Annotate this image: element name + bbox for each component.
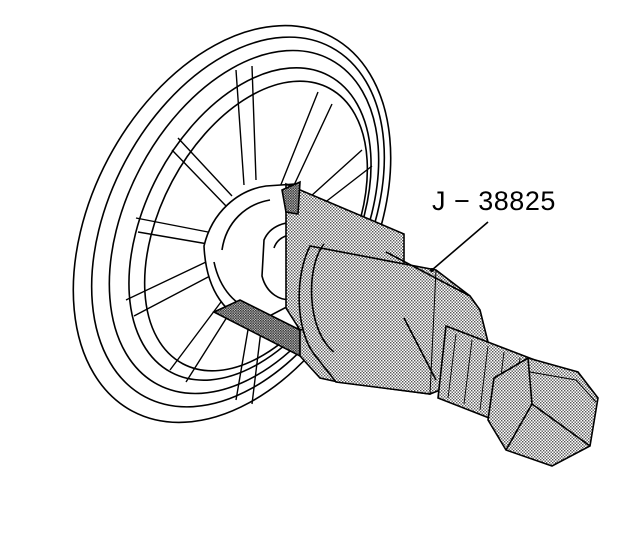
puller-tool: [212, 180, 599, 467]
callout-leader: [430, 221, 489, 272]
wheel-spokes: [125, 65, 373, 405]
tool-callout-label: J − 38825: [432, 186, 556, 216]
tool-hex-nut: [487, 357, 599, 467]
